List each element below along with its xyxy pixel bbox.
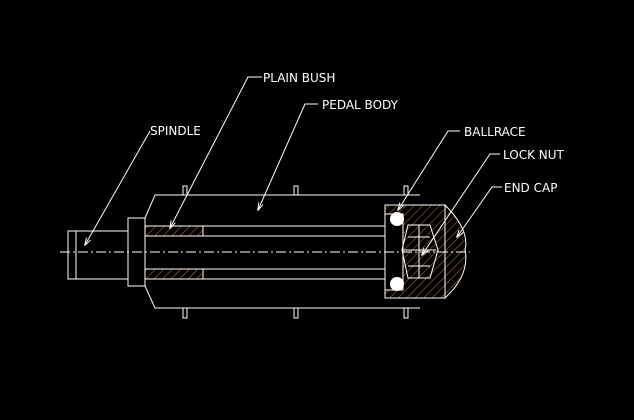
label-spindle: SPINDLE <box>150 124 201 138</box>
label-plain-bush: PLAIN BUSH <box>263 71 335 85</box>
leader-lines <box>85 76 502 255</box>
lock-nut-part <box>401 224 439 279</box>
label-end-cap: END CAP <box>504 181 557 195</box>
label-ballrace: BALLRACE <box>464 125 526 139</box>
label-pedal-body: PEDAL BODY <box>322 98 399 112</box>
label-lock-nut: LOCK NUT <box>503 148 565 162</box>
end-cap-part <box>444 203 467 300</box>
